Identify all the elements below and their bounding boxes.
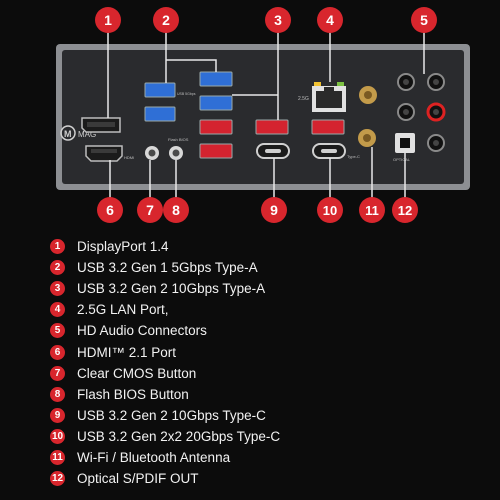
legend-badge: 8 [50,386,65,402]
mag-logo: M MAG [60,125,96,141]
brand-text: MAG [78,130,96,139]
legend-label: Wi-Fi / Bluetooth Antenna [77,449,231,465]
callout-10: 10 [317,197,343,223]
callout-lines [107,32,425,198]
legend-label: USB 3.2 Gen 2 10Gbps Type-C [77,407,266,423]
legend-badge: 11 [50,449,65,465]
lan-port-shape: 2.5G [298,82,346,112]
legend-item-2: 2 USB 3.2 Gen 1 5Gbps Type-A [50,257,490,278]
legend-badge: 12 [50,471,65,487]
legend-badge: 3 [50,281,65,297]
svg-text:6: 6 [106,202,114,218]
usb-c-label: Type-C [347,154,360,159]
svg-text:5: 5 [420,12,428,28]
legend-label: 2.5G LAN Port, [77,302,169,318]
legend-label: Clear CMOS Button [77,365,197,381]
svg-text:7: 7 [146,202,154,218]
legend-label: DisplayPort 1.4 [77,239,169,255]
legend-badge: 9 [50,407,65,423]
legend-label: USB 3.2 Gen 2 10Gbps Type-A [77,281,266,297]
callout-7: 7 [137,197,163,223]
svg-text:2: 2 [162,12,170,28]
svg-text:9: 9 [270,202,278,218]
legend-badge: 6 [50,344,65,360]
wifi-antenna-connectors [358,86,377,147]
svg-text:12: 12 [398,203,412,218]
legend-item-12: 12 Optical S/PDIF OUT [50,468,490,489]
svg-text:11: 11 [365,203,379,218]
legend-item-5: 5 HD Audio Connectors [50,320,490,341]
usb-20gbps-type-c-port: Type-C [312,143,360,159]
legend-item-9: 9 USB 3.2 Gen 2 10Gbps Type-C [50,405,490,426]
callout-8: 8 [163,197,189,223]
optical-label: OPTICAL [393,157,411,162]
callout-line-2 [165,32,217,83]
callout-5: 5 [411,7,437,33]
legend-badge: 7 [50,365,65,381]
callout-3: 3 [265,7,291,33]
legend-item-3: 3 USB 3.2 Gen 2 10Gbps Type-A [50,278,490,299]
hdmi-port-label: HDMI [124,155,134,160]
legend-item-7: 7 Clear CMOS Button [50,363,490,384]
clear-cmos-button-shape [145,146,159,160]
legend-item-10: 10 USB 3.2 Gen 2x2 20Gbps Type-C [50,426,490,447]
hdmi-connector: HDMI [85,145,134,162]
callout-9: 9 [261,197,287,223]
legend-label: Flash BIOS Button [77,386,189,402]
usb-5gbps-label: USB 5Gbps [177,92,196,96]
legend-item-6: 6 HDMI™ 2.1 Port [50,341,490,362]
legend-badge: 4 [50,302,65,318]
port-legend: 1 DisplayPort 1.4 2 USB 3.2 Gen 1 5Gbps Ty… [50,236,490,489]
callout-4: 4 [317,7,343,33]
usb-10gbps-type-c-port [256,143,290,159]
callout-2: 2 [153,7,179,33]
legend-badge: 2 [50,260,65,276]
legend-item-8: 8 Flash BIOS Button [50,384,490,405]
svg-text:M: M [64,129,72,139]
callout-11: 11 [359,197,385,223]
displayport-connector [81,117,121,133]
legend-label: USB 3.2 Gen 1 5Gbps Type-A [77,260,258,276]
legend-badge: 1 [50,239,65,255]
flash-bios-button-shape: Flash BIOS [168,137,189,160]
callout-1: 1 [95,7,121,33]
legend-badge: 5 [50,323,65,339]
svg-text:1: 1 [104,12,112,28]
usb-10gbps-type-a-ports [199,119,345,159]
svg-text:4: 4 [326,12,334,28]
callout-12: 12 [392,197,418,223]
svg-text:3: 3 [274,12,282,28]
legend-item-11: 11 Wi-Fi / Bluetooth Antenna [50,447,490,468]
usb-5gbps-ports: USB 5Gbps [144,71,233,122]
svg-text:10: 10 [323,203,337,218]
legend-label: USB 3.2 Gen 2x2 20Gbps Type-C [77,428,281,444]
legend-label: HDMI™ 2.1 Port [77,344,177,360]
svg-text:8: 8 [172,202,180,218]
legend-item-1: 1 DisplayPort 1.4 [50,236,490,257]
legend-label: Optical S/PDIF OUT [77,471,199,487]
callout-line-3 [232,32,279,120]
legend-label: HD Audio Connectors [77,323,207,339]
flash-bios-label: Flash BIOS [168,137,189,142]
legend-item-4: 4 2.5G LAN Port, [50,299,490,320]
legend-badge: 10 [50,428,65,444]
lan-label: 2.5G [298,96,309,102]
callout-6: 6 [97,197,123,223]
optical-spdif-port: OPTICAL [393,133,415,162]
audio-jacks [397,73,446,152]
